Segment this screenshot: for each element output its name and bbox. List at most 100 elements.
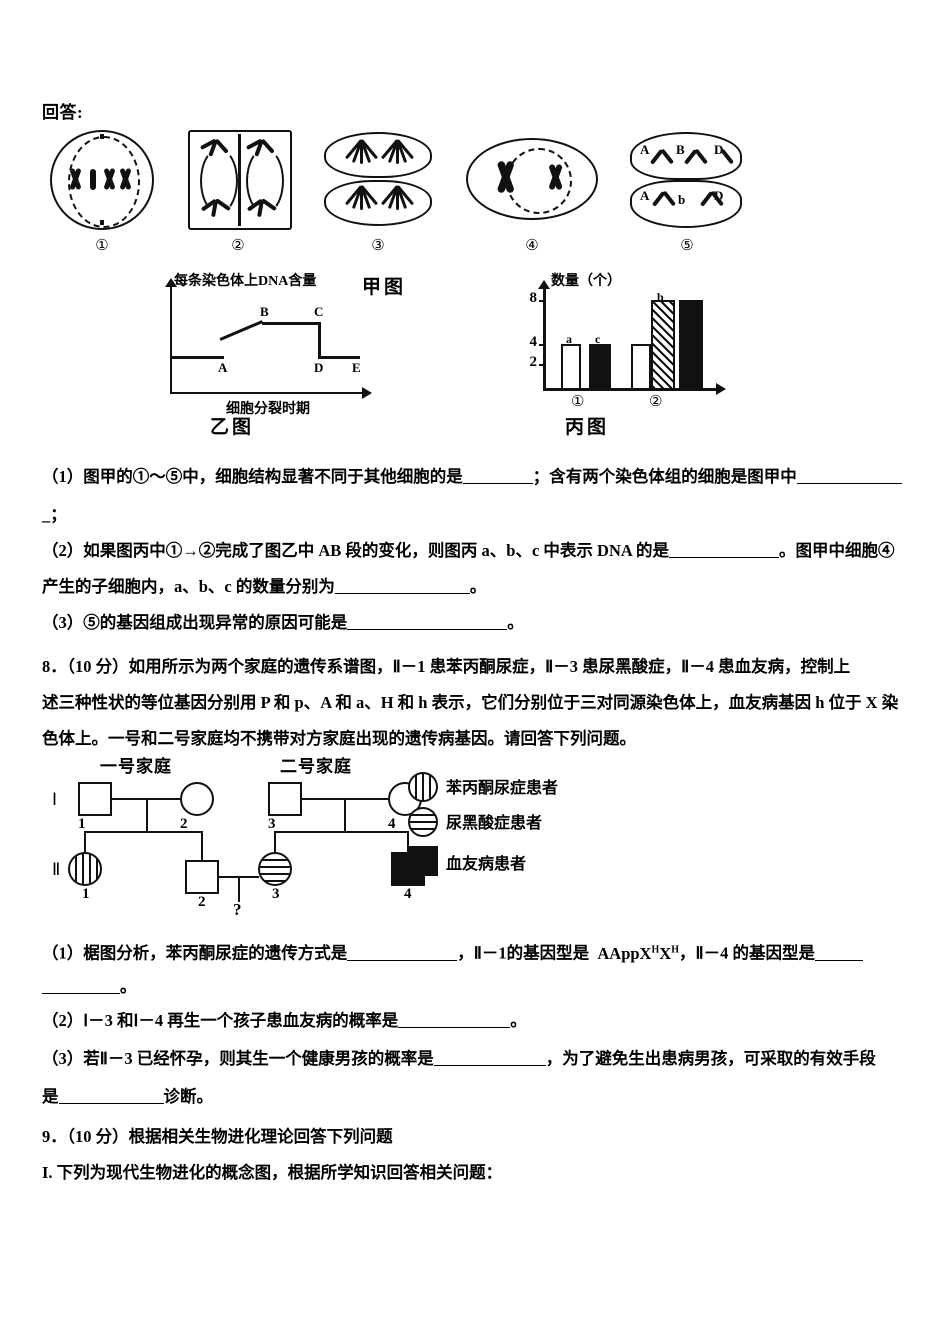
pedigree-figure: 一号家庭 二号家庭 Ⅰ Ⅱ 1 2 3 4 1 2 3 4 xyxy=(52,752,672,922)
question-7-1-wrap: _； xyxy=(42,505,67,524)
pedigree-II-3 xyxy=(258,852,292,886)
pedigree-I-4-id: 4 xyxy=(388,816,396,832)
pedigree-I-2 xyxy=(180,782,214,816)
gene-label-D-top: D xyxy=(714,142,724,157)
descent-line-1 xyxy=(146,798,148,832)
yi-point-E: E xyxy=(352,360,361,375)
q7-2-blank-2[interactable] xyxy=(334,578,470,594)
bing-tickmark-4 xyxy=(539,344,546,346)
bing-group-1: a c xyxy=(559,288,615,390)
pedigree-II-1 xyxy=(68,852,102,886)
figure-bing-barchart: 数量（个） 8 4 2 a c ① b ② xyxy=(505,270,735,430)
q8-1-genotype-mid: X xyxy=(659,943,672,963)
cell-diagram-3: ③ xyxy=(318,128,438,258)
bing-bar-label-a: a xyxy=(566,332,572,346)
bing-group-2: b xyxy=(631,288,707,390)
bing-tickmark-8 xyxy=(539,300,546,302)
pedigree-I-3-id: 3 xyxy=(268,816,276,832)
cell-diagram-4: ④ xyxy=(462,128,602,258)
yi-segment-C-D xyxy=(318,322,321,358)
legend-symbol-hemophilia-icon xyxy=(408,846,438,876)
q7-2-text-d: 。 xyxy=(469,577,487,596)
yi-y-axis-label: 每条染色体上DNA含量 xyxy=(174,274,317,289)
q8-2-blank-1[interactable] xyxy=(398,1012,511,1028)
bing-ytick-2: 2 xyxy=(529,354,538,370)
pedigree-II-2 xyxy=(185,860,219,894)
q8-1-blank-3[interactable] xyxy=(42,978,120,994)
question-8-1: （1）椐图分析，苯丙酮尿症的遗传方式是，Ⅱ－1的基因型是 AAppXHXH，Ⅱ－… xyxy=(42,935,922,969)
figure-yi-caption: 乙图 xyxy=(210,417,255,438)
bing-y-axis-label: 数量（个） xyxy=(551,274,621,289)
question-7-1: （1）图甲的①～⑤中，细胞结构显著不同于其他细胞的是 ；含有两个染色体组的细胞是图… xyxy=(42,462,922,492)
q7-1-text-a: （1）图甲的①～⑤中，细胞结构显著不同于其他细胞的是 xyxy=(42,467,463,486)
q8-1-blank-1[interactable] xyxy=(347,945,458,961)
yi-segment-start-A xyxy=(172,356,224,359)
q7-1-blank-1[interactable] xyxy=(462,468,533,484)
q7-1-blank-2[interactable] xyxy=(796,468,902,484)
drop-line-II-4 xyxy=(407,831,409,853)
question-8-2: （2）Ⅰ－3 和Ⅰ－4 再生一个孩子患血友病的概率是 。 xyxy=(42,1006,922,1036)
figure-yi-linechart: 每条染色体上DNA含量 A B C D E 细胞分裂时期 xyxy=(148,270,398,430)
pedigree-legend: 苯丙酮尿症患者 尿黑酸症患者 血友病患者 xyxy=(408,770,668,880)
bing-y-axis xyxy=(543,288,546,390)
q8-1-text-c: ，Ⅱ－4 的基因型是 xyxy=(678,943,815,963)
pedigree-II-2-id: 2 xyxy=(198,894,206,910)
q8-2-text-b: 。 xyxy=(510,1011,527,1030)
figure-jia-caption: 甲图 xyxy=(362,277,407,298)
cell-diagram-5: A B D A b D ⑤ xyxy=(622,128,752,258)
bing-bar-a2 xyxy=(631,344,651,390)
gene-label-D-bottom: D xyxy=(714,188,724,203)
drop-line-II-2 xyxy=(201,831,203,861)
cell-diagram-1: ① xyxy=(42,128,162,258)
bing-ytick-8: 8 xyxy=(529,290,538,306)
q8-3-text-c: 是 xyxy=(42,1087,59,1106)
cell-label-1: ① xyxy=(95,238,109,254)
bing-x-axis-arrow xyxy=(716,383,726,395)
legend-text-hemophilia: 血友病患者 xyxy=(446,856,527,873)
pedigree-II-3-id: 3 xyxy=(272,886,280,902)
question-9-line-1: 9．（10 分）根据相关生物进化理论回答下列问题 xyxy=(42,1127,393,1146)
question-8-3: （3）若Ⅱ－3 已经怀孕，则其生一个健康男孩的概率是，为了避免生出患病男孩，可采… xyxy=(42,1044,922,1074)
legend-text-pku: 苯丙酮尿症患者 xyxy=(446,780,559,797)
bing-ytick-4: 4 xyxy=(529,334,538,350)
legend-symbol-pku-icon xyxy=(408,772,438,802)
yi-segment-A-B xyxy=(219,320,263,341)
q7-1-text-b: ；含有两个染色体组的细胞是图甲中 xyxy=(532,467,797,486)
q8-3-blank-1[interactable] xyxy=(433,1050,546,1066)
question-8-3-wrap: 是诊断。 xyxy=(42,1082,922,1112)
drop-line-II-1 xyxy=(84,831,86,853)
bing-bar-label-b: b xyxy=(657,290,664,304)
yi-point-D: D xyxy=(314,360,324,375)
figure-bing-caption: 丙图 xyxy=(565,417,610,438)
yi-segment-D-E xyxy=(318,356,360,359)
yi-x-axis xyxy=(170,392,364,394)
pedigree-I-2-id: 2 xyxy=(180,816,188,832)
gene-label-A-bottom: A xyxy=(640,188,650,203)
q8-2-text-a: （2）Ⅰ－3 和Ⅰ－4 再生一个孩子患血友病的概率是 xyxy=(42,1011,399,1030)
yi-point-A: A xyxy=(218,360,228,375)
q8-3-blank-2[interactable] xyxy=(58,1088,164,1104)
legend-symbol-alkaptonuria-icon xyxy=(408,807,438,837)
q7-2-text-c: 产生的子细胞内，a、b、c 的数量分别为 xyxy=(42,577,335,596)
q7-3-text-a: （3）⑤的基因组成出现异常的原因可能是 xyxy=(42,613,348,632)
q7-2-blank-1[interactable] xyxy=(669,542,780,558)
q8-1-text-a: （1）椐图分析，苯丙酮尿症的遗传方式是 xyxy=(42,943,348,963)
cell-label-5: ⑤ xyxy=(680,238,694,254)
cell-label-3: ③ xyxy=(371,238,385,254)
yi-y-axis-arrow xyxy=(165,278,177,287)
q8-1-genotype-base: AAppX xyxy=(597,943,652,963)
question-7-3: （3）⑤的基因组成出现异常的原因可能是。 xyxy=(42,608,922,638)
bing-tickmark-2 xyxy=(539,364,546,366)
bing-bar-label-c: c xyxy=(595,332,601,346)
pedigree-I-1 xyxy=(78,782,112,816)
q8-1-blank-2[interactable] xyxy=(814,945,863,961)
q8-1-genotype-sup-1: H xyxy=(651,944,660,955)
legend-row-alkaptonuria: 尿黑酸症患者 xyxy=(408,805,668,840)
q7-3-blank-1[interactable] xyxy=(347,614,508,630)
generation-label-II: Ⅱ xyxy=(52,860,61,879)
bing-group-label-2: ② xyxy=(649,394,663,410)
sibship-line-1 xyxy=(84,831,202,833)
question-9-line-2: I. 下列为现代生物进化的概念图，根据所学知识回答相关问题： xyxy=(42,1163,503,1182)
q7-2-text-a: （2）如果图丙中①→②完成了图乙中 AB 段的变化，则图丙 a、b、c 中表示 … xyxy=(42,541,670,560)
